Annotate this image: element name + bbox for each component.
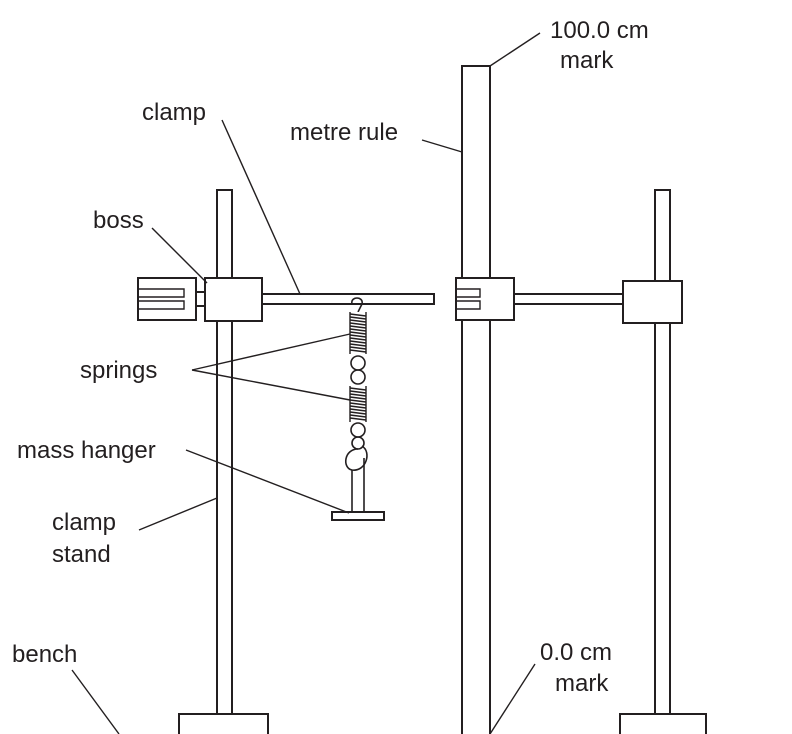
label-springs: springs [80, 357, 157, 384]
diagram-labels: clamp metre rule 100.0 cm mark boss spri… [12, 17, 649, 697]
lower-spring [349, 386, 367, 426]
label-100cm-mark-line2: mark [560, 47, 614, 74]
mass-hanger [331, 445, 385, 521]
springs-assembly [349, 297, 367, 450]
left-clamp-jaw-arm [195, 291, 206, 307]
label-mass-hanger: mass hanger [17, 437, 156, 464]
label-0cm-mark-line1: 0.0 cm [540, 639, 612, 666]
label-clamp: clamp [142, 99, 206, 126]
right-clamp-stand [619, 189, 707, 734]
right-clamp-bar [513, 293, 624, 305]
leader-lines [71, 32, 541, 734]
clamp-bar [261, 293, 435, 305]
left-clamp-jaw [137, 277, 206, 321]
left-boss [204, 277, 263, 322]
upper-spring [349, 312, 367, 356]
right-stand-base [619, 713, 707, 734]
label-clamp-stand-line2: stand [52, 541, 111, 568]
label-bench: bench [12, 641, 77, 668]
left-stand-base [178, 713, 269, 734]
right-boss [622, 280, 683, 324]
metre-rule-body [461, 65, 491, 734]
right-clamp-jaw [455, 277, 515, 321]
label-boss: boss [93, 207, 144, 234]
label-0cm-mark-line2: mark [555, 670, 609, 697]
label-100cm-mark-line1: 100.0 cm [550, 17, 649, 44]
left-stand-rod [216, 189, 233, 734]
label-metre-rule: metre rule [290, 119, 398, 146]
metre-rule [461, 65, 491, 734]
label-clamp-stand-line1: clamp [52, 509, 116, 536]
right-stand-rod [654, 189, 671, 734]
left-clamp-stand [178, 189, 269, 734]
